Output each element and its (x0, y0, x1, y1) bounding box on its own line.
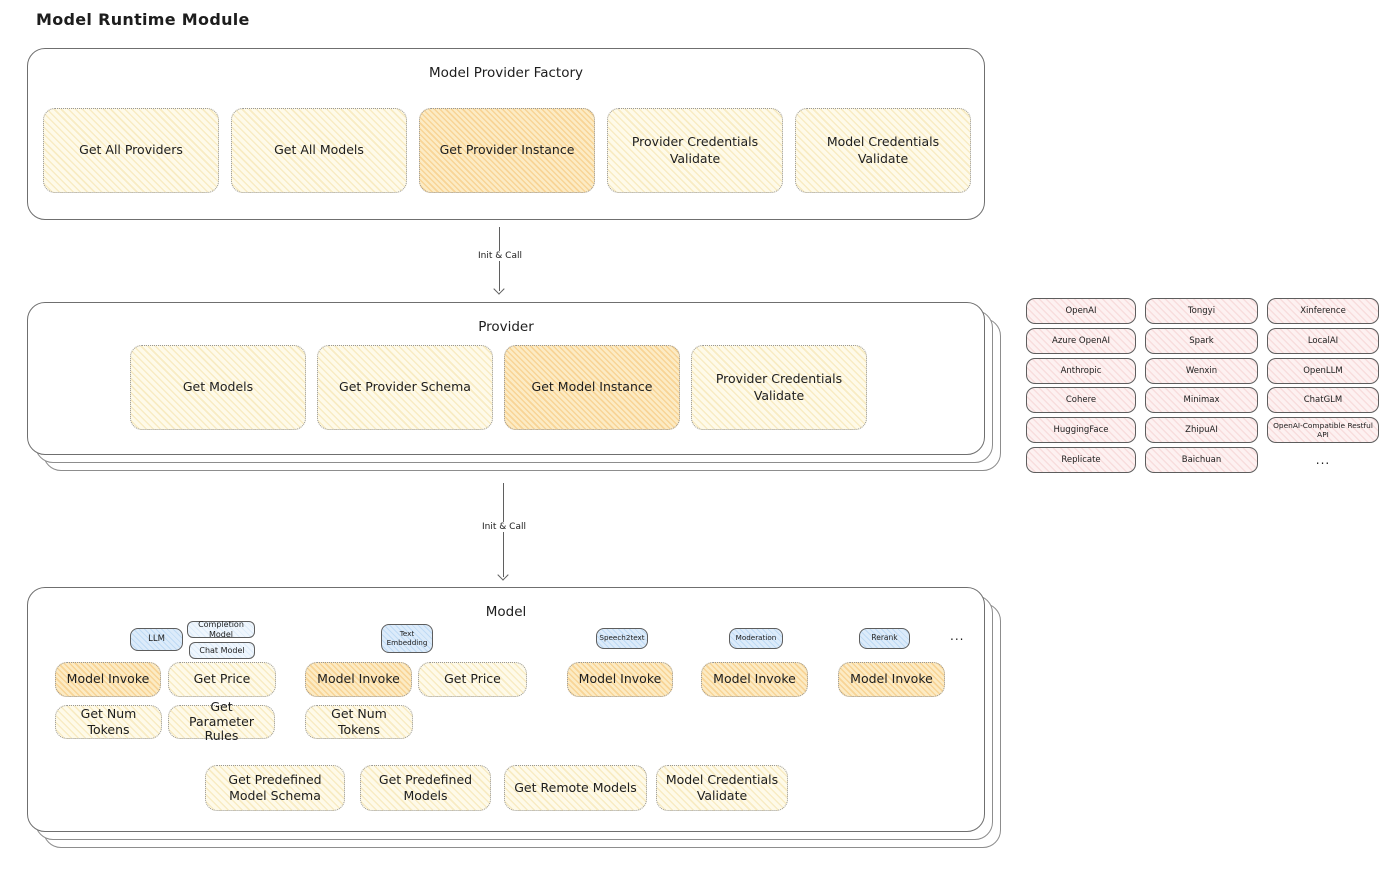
factory-model-credentials-validate: Model Credentials Validate (795, 108, 971, 193)
factory-provider-credentials-validate: Provider Credentials Validate (607, 108, 783, 193)
provider-get-models: Get Models (130, 345, 306, 430)
provider-cell-localai: LocalAI (1267, 327, 1379, 354)
llm-model-invoke: Model Invoke (55, 662, 161, 697)
provider-get-model-instance: Get Model Instance (504, 345, 680, 430)
provider-cell-openllm: OpenLLM (1267, 357, 1379, 384)
model-panel-title: Model (485, 604, 527, 620)
embedding-get-num-tokens: Get Num Tokens (305, 705, 413, 739)
tag-moderation: Moderation (729, 628, 783, 649)
provider-cell-minimax: Minimax (1145, 387, 1258, 414)
tag-completion-model: Completion Model (187, 620, 255, 639)
tag-more-ellipsis: ... (950, 629, 965, 643)
tag-chat-model: Chat Model (189, 642, 255, 659)
provider-cell-chatglm: ChatGLM (1267, 387, 1379, 414)
provider-cell-openai: OpenAI (1026, 298, 1136, 324)
model-credentials-validate: Model Credentials Validate (656, 765, 788, 811)
arrow-provider-label: Init & Call (478, 522, 530, 532)
factory-get-all-models: Get All Models (231, 108, 407, 193)
rerank-model-invoke: Model Invoke (838, 662, 945, 697)
tag-llm: LLM (130, 628, 183, 651)
tag-rerank: Rerank (859, 628, 910, 649)
embedding-get-price: Get Price (418, 662, 527, 697)
provider-cell-openai-compatible: OpenAI-Compatible Restful API (1267, 417, 1379, 444)
tag-speech2text: Speech2text (596, 628, 648, 649)
llm-get-num-tokens: Get Num Tokens (55, 705, 162, 739)
provider-cell-azure-openai: Azure OpenAI (1026, 327, 1136, 354)
tag-text-embedding: Text Embedding (381, 624, 433, 653)
provider-cell-zhipuai: ZhipuAI (1145, 417, 1258, 444)
factory-panel-title: Model Provider Factory (428, 65, 583, 81)
provider-cell-wenxin: Wenxin (1145, 357, 1258, 384)
provider-cell-cohere: Cohere (1026, 387, 1136, 414)
provider-panel-title: Provider (478, 319, 534, 335)
provider-cell-huggingface: HuggingFace (1026, 417, 1136, 444)
model-get-predefined-models: Get Predefined Models (360, 765, 491, 811)
provider-get-provider-schema: Get Provider Schema (317, 345, 493, 430)
provider-name-grid: OpenAI Tongyi Xinference Azure OpenAI Sp… (1026, 298, 1379, 473)
moderation-model-invoke: Model Invoke (701, 662, 808, 697)
diagram-title: Model Runtime Module (36, 10, 250, 29)
provider-cell-replicate: Replicate (1026, 446, 1136, 473)
speech2text-model-invoke: Model Invoke (567, 662, 673, 697)
provider-cell-tongyi: Tongyi (1145, 298, 1258, 324)
provider-cell-spark: Spark (1145, 327, 1258, 354)
llm-get-parameter-rules: Get Parameter Rules (168, 700, 275, 743)
model-get-remote-models: Get Remote Models (504, 765, 647, 811)
llm-get-price: Get Price (168, 662, 276, 697)
factory-get-all-providers: Get All Providers (43, 108, 219, 193)
arrow-factory-label: Init & Call (474, 251, 526, 261)
provider-cell-ellipsis: ... (1315, 452, 1331, 467)
provider-cell-xinference: Xinference (1267, 298, 1379, 324)
factory-get-provider-instance: Get Provider Instance (419, 108, 595, 193)
embedding-model-invoke: Model Invoke (305, 662, 412, 697)
provider-cell-anthropic: Anthropic (1026, 357, 1136, 384)
provider-credentials-validate: Provider Credentials Validate (691, 345, 867, 430)
model-get-predefined-model-schema: Get Predefined Model Schema (205, 765, 345, 811)
provider-cell-baichuan: Baichuan (1145, 446, 1258, 473)
